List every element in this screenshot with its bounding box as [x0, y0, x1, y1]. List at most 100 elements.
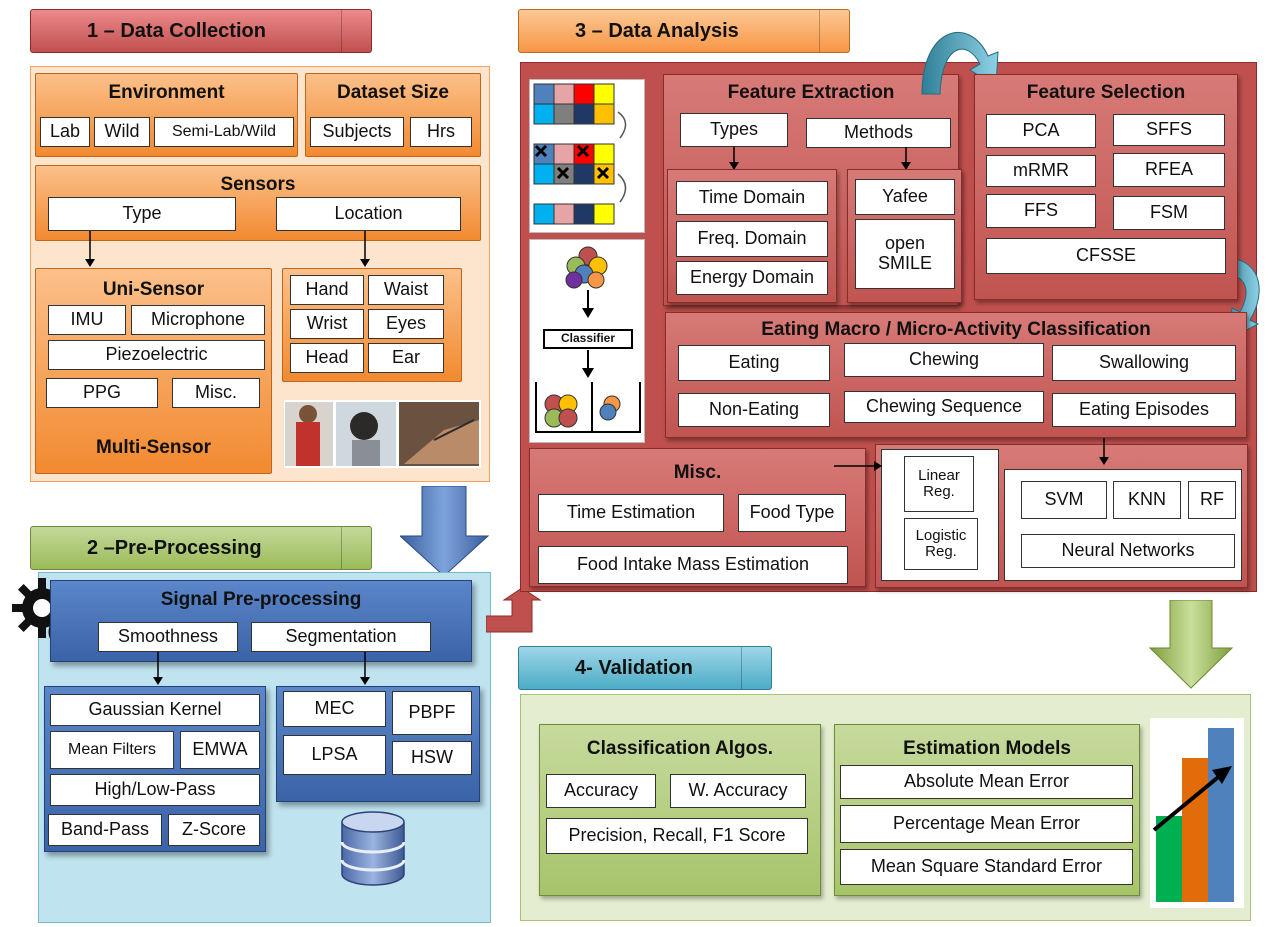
- classification-title: Eating Macro / Micro-Activity Classifica…: [761, 319, 1151, 340]
- model-neural-networks: Neural Networks: [1021, 534, 1235, 568]
- misc-time-estimation: Time Estimation: [538, 494, 724, 532]
- val-accuracy: Accuracy: [546, 774, 656, 808]
- section-title-text: 1 – Data Collection: [87, 19, 266, 42]
- cls-chewing-sequence: Chewing Sequence: [844, 391, 1044, 423]
- feature-matrix-icon: [533, 83, 627, 225]
- cls-eating-episodes: Eating Episodes: [1052, 393, 1236, 427]
- model-svm: SVM: [1021, 481, 1107, 519]
- fs-fsm: FSM: [1113, 196, 1225, 230]
- wearable-photos: [284, 400, 481, 468]
- sensor-location: Location: [276, 197, 461, 231]
- uni-sensor-title: Uni-Sensor: [102, 279, 205, 300]
- cls-swallowing: Swallowing: [1052, 345, 1236, 381]
- loc-ear: Ear: [368, 343, 444, 373]
- env-lab: Lab: [40, 117, 90, 147]
- seg-lpsa: LPSA: [283, 735, 386, 775]
- environment-title: Environment: [108, 82, 225, 103]
- section-title-text: 2 –Pre-Processing: [87, 536, 262, 559]
- dataset-hrs: Hrs: [410, 117, 472, 147]
- fe-freq-domain: Freq. Domain: [676, 221, 828, 257]
- section-title-data-collection: 1 – Data Collection: [30, 9, 372, 53]
- cls-chewing: Chewing: [844, 343, 1044, 377]
- arrow-analysis-to-validation: [1148, 600, 1234, 689]
- loc-wrist: Wrist: [290, 309, 364, 339]
- section-title-text: 3 – Data Analysis: [575, 19, 739, 42]
- fe-open-smile: open SMILE: [855, 219, 955, 289]
- seg-mec: MEC: [283, 691, 386, 727]
- tab-cap: [741, 647, 771, 689]
- smooth-high-low-pass: High/Low-Pass: [50, 774, 260, 806]
- classification-algos-title: Classification Algos.: [586, 738, 774, 759]
- tab-cap: [819, 10, 849, 52]
- uni-sensor-box: [35, 268, 272, 474]
- sensor-microphone: Microphone: [131, 305, 265, 335]
- est-absolute-mean-error: Absolute Mean Error: [840, 765, 1133, 799]
- classifier-icon: [535, 246, 641, 433]
- fs-cfsse: CFSSE: [986, 238, 1226, 274]
- models-arrows: [834, 438, 1109, 471]
- fs-rfea: RFEA: [1113, 153, 1225, 187]
- loc-hand: Hand: [290, 275, 364, 305]
- fe-types: Types: [680, 113, 788, 147]
- est-mean-square-standard-error: Mean Square Standard Error: [840, 849, 1133, 885]
- smooth-mean-filters: Mean Filters: [50, 731, 174, 769]
- sensor-arrows: [85, 231, 370, 267]
- bar-chart-icon: [1150, 718, 1244, 908]
- smooth-z-score: Z-Score: [168, 814, 260, 846]
- sensors-title: Sensors: [220, 174, 296, 195]
- val-precision-recall-f1: Precision, Recall, F1 Score: [546, 818, 808, 854]
- dataset-size-title: Dataset Size: [337, 82, 449, 103]
- fs-mrmr: mRMR: [986, 155, 1096, 187]
- misc-food-type: Food Type: [738, 494, 846, 532]
- section-title-validation: 4- Validation: [518, 646, 772, 690]
- classifier-label: Classifier: [560, 331, 616, 345]
- cls-non-eating: Non-Eating: [678, 393, 830, 427]
- smooth-emwa: EMWA: [180, 731, 260, 769]
- sensor-misc: Misc.: [172, 378, 260, 408]
- misc-food-intake-mass: Food Intake Mass Estimation: [538, 546, 848, 584]
- fe-yafee: Yafee: [855, 179, 955, 215]
- multi-sensor-title: Multi-Sensor: [95, 437, 212, 458]
- tab-cap: [341, 10, 371, 52]
- cls-eating: Eating: [678, 345, 830, 381]
- database-icon: [340, 811, 406, 886]
- sensor-ppg: PPG: [46, 378, 158, 408]
- fe-arrows: [729, 147, 911, 170]
- loc-head: Head: [290, 343, 364, 373]
- model-knn: KNN: [1113, 481, 1181, 519]
- seg-pbpf: PBPF: [392, 691, 472, 735]
- fs-pca: PCA: [986, 114, 1096, 148]
- section-title-data-analysis: 3 – Data Analysis: [518, 9, 850, 53]
- smoothness: Smoothness: [98, 622, 238, 652]
- classification-algos-box: [539, 724, 821, 896]
- fe-time-domain: Time Domain: [676, 181, 828, 215]
- misc-title: Misc.: [673, 462, 722, 483]
- loc-eyes: Eyes: [368, 309, 444, 339]
- seg-hsw: HSW: [392, 741, 472, 775]
- smooth-band-pass: Band-Pass: [48, 814, 162, 846]
- fe-methods: Methods: [806, 118, 951, 148]
- val-w-accuracy: W. Accuracy: [670, 774, 806, 808]
- signal-preprocessing-title: Signal Pre-processing: [160, 589, 362, 610]
- tab-cap: [341, 527, 371, 569]
- est-percentage-mean-error: Percentage Mean Error: [840, 805, 1133, 843]
- model-rf: RF: [1188, 481, 1236, 519]
- arrow-collection-to-preprocessing: [400, 486, 490, 577]
- preprocessing-arrows: [153, 652, 370, 685]
- fe-energy-domain: Energy Domain: [676, 261, 828, 295]
- segmentation: Segmentation: [251, 622, 431, 652]
- sensor-piezoelectric: Piezoelectric: [48, 340, 265, 370]
- section-title-text: 4- Validation: [575, 656, 693, 679]
- estimation-models-title: Estimation Models: [903, 738, 1071, 759]
- loc-waist: Waist: [368, 275, 444, 305]
- feature-extraction-title: Feature Extraction: [727, 82, 895, 103]
- fs-ffs: FFS: [986, 194, 1096, 228]
- feature-selection-title: Feature Selection: [1026, 82, 1186, 103]
- sensor-imu: IMU: [48, 305, 126, 335]
- curved-arrow-to-selection: [921, 31, 999, 95]
- env-semi-lab-wild: Semi-Lab/Wild: [154, 117, 294, 147]
- model-linear-reg: Linear Reg.: [904, 456, 974, 512]
- arrow-preprocessing-to-analysis: [486, 588, 542, 633]
- smooth-gaussian-kernel: Gaussian Kernel: [50, 694, 260, 726]
- dataset-subjects: Subjects: [310, 117, 404, 147]
